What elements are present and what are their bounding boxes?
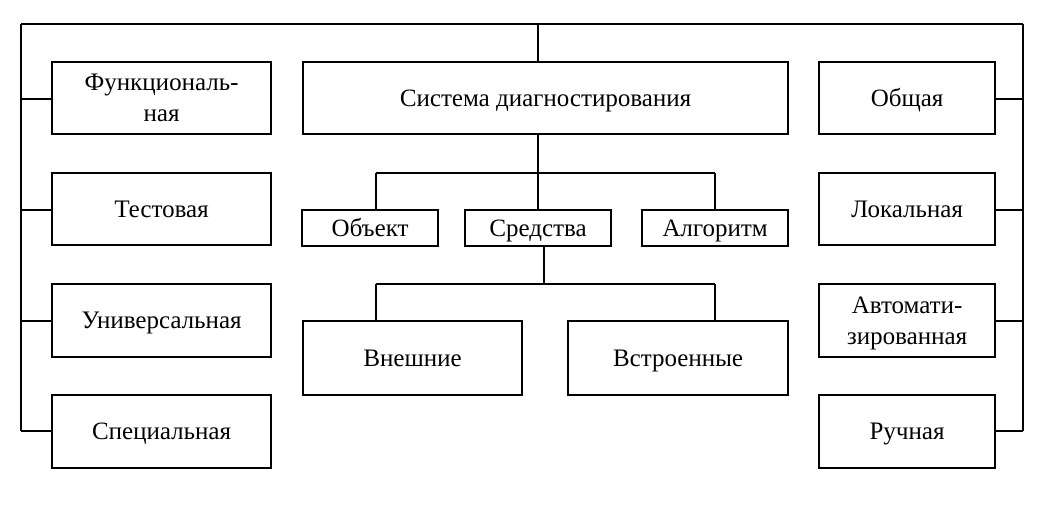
right-box-automated: Автомати- зированная	[818, 283, 996, 358]
means-box-builtin: Встроенные	[567, 320, 789, 396]
component-box-object: Объект	[301, 209, 439, 247]
left-box-universal: Универсальная	[51, 283, 272, 358]
means-box-builtin-label: Встроенные	[612, 344, 744, 372]
right-box-automated-line2: зированная	[846, 322, 968, 350]
left-box-special-label: Специальная	[91, 418, 232, 445]
left-box-functional-line2: ная	[143, 100, 180, 127]
component-box-algorithm-label: Алгоритм	[662, 214, 768, 242]
title-box: Система диагностирования	[302, 61, 789, 135]
right-box-general-label: Общая	[870, 84, 944, 112]
right-box-local: Локальная	[818, 172, 996, 246]
means-box-external: Внешние	[302, 320, 523, 396]
means-box-external-label: Внешние	[363, 344, 462, 372]
component-box-means: Средства	[464, 209, 612, 247]
left-box-functional-line1: Функциональ-	[84, 69, 239, 96]
component-box-object-label: Объект	[331, 214, 409, 242]
left-box-test-label: Тестовая	[114, 195, 209, 223]
component-box-algorithm: Алгоритм	[641, 209, 789, 247]
right-box-local-label: Локальная	[851, 195, 963, 223]
right-box-automated-line1: Автомати-	[851, 291, 963, 319]
right-box-manual-label: Ручная	[869, 418, 945, 445]
left-box-test: Тестовая	[51, 172, 272, 246]
right-box-general: Общая	[818, 61, 996, 135]
title-label: Система диагностирования	[399, 84, 692, 112]
left-box-universal-label: Универсальная	[81, 307, 242, 334]
right-box-manual: Ручная	[818, 394, 996, 469]
component-box-means-label: Средства	[489, 214, 587, 242]
left-box-functional: Функциональ- ная	[51, 61, 272, 135]
left-box-special: Специальная	[51, 394, 272, 469]
